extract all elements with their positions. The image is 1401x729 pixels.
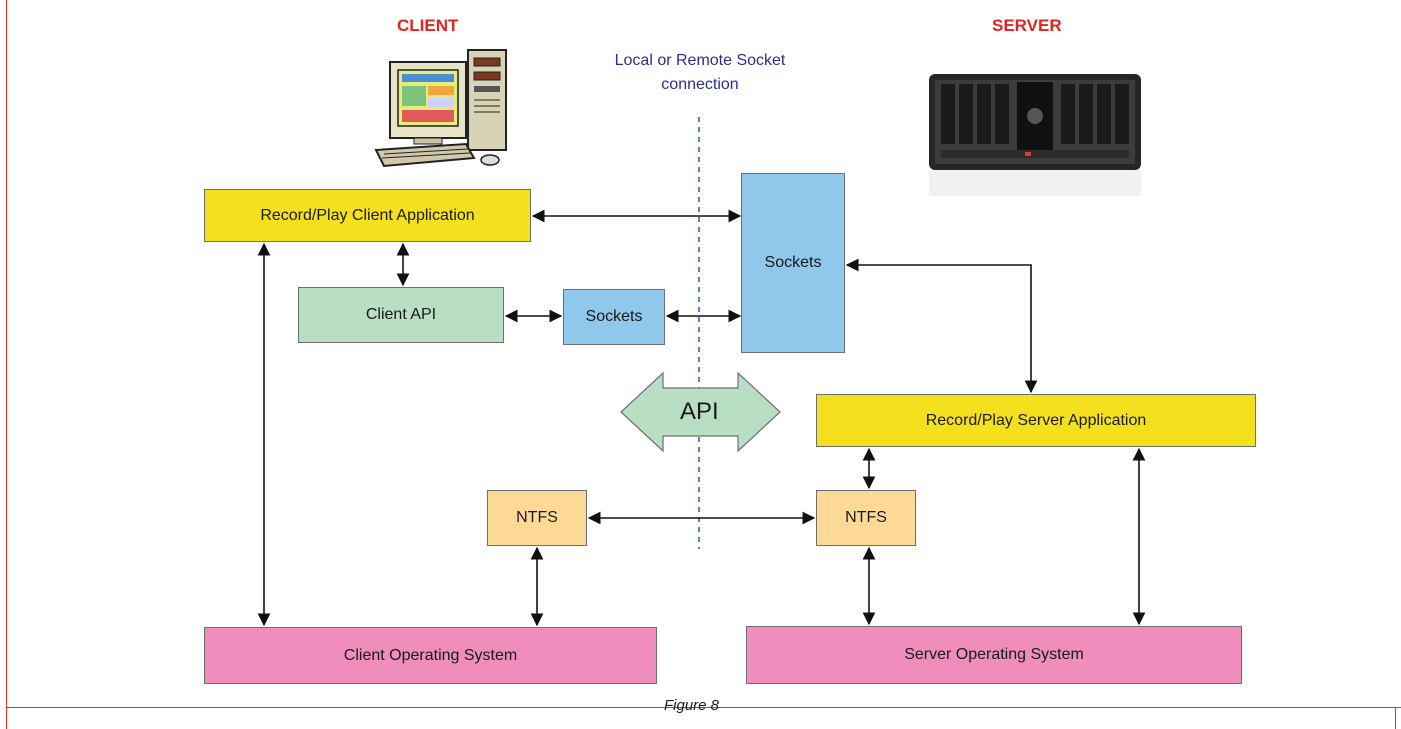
- desktop-computer-icon: [374, 49, 507, 168]
- api-double-arrow: [620, 371, 781, 453]
- client-header: CLIENT: [397, 16, 459, 35]
- api-label: API: [680, 398, 719, 425]
- connection-label-line-1: Local or Remote Socket: [614, 52, 786, 69]
- client-sockets-box: Sockets: [563, 289, 665, 345]
- client-api-box: Client API: [298, 287, 504, 343]
- frame-edge-right: [1395, 708, 1396, 729]
- arrow-server-sockets-app: [845, 258, 1038, 394]
- diagram-frame: [6, 0, 1401, 708]
- server-application-box: Record/Play Server Application: [816, 394, 1256, 447]
- server-header: SERVER: [992, 16, 1062, 35]
- frame-edge-left: [6, 708, 7, 729]
- server-os-box: Server Operating System: [746, 626, 1242, 684]
- client-os-box: Client Operating System: [204, 627, 657, 684]
- server-ntfs-box: NTFS: [816, 490, 916, 546]
- connection-label: Local or Remote Socket connection: [560, 49, 840, 97]
- connection-label-line-2: connection: [661, 76, 739, 93]
- client-application-box: Record/Play Client Application: [204, 189, 531, 242]
- client-ntfs-box: NTFS: [487, 490, 587, 546]
- server-rack-image: [929, 74, 1141, 196]
- server-sockets-box: Sockets: [741, 173, 845, 353]
- figure-caption: Figure 8: [664, 697, 720, 714]
